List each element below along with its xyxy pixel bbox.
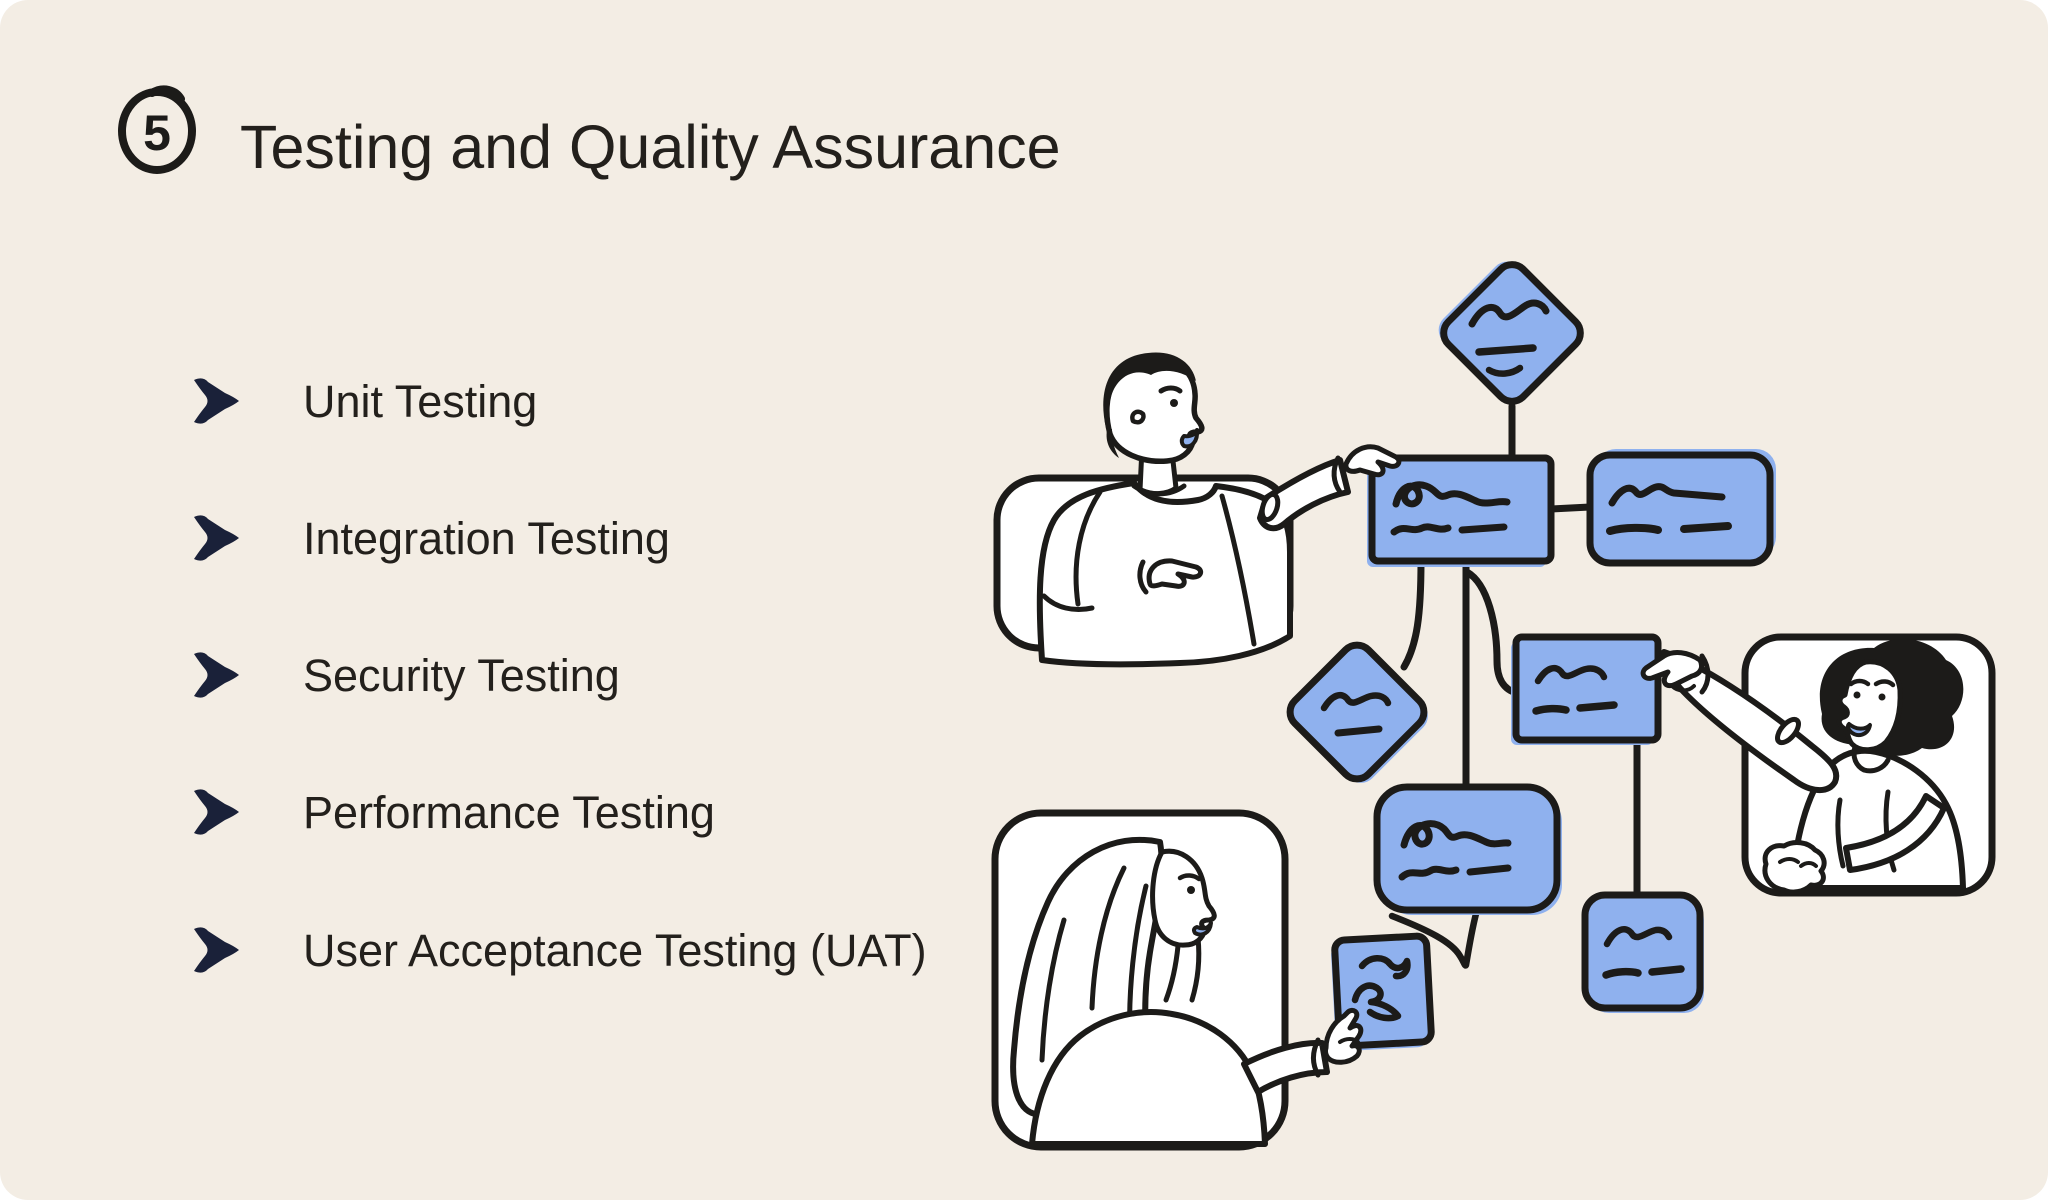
list-item-label: Unit Testing <box>303 375 538 427</box>
video-frame-woman-bottom <box>991 809 1364 1151</box>
list-item: User Acceptance Testing (UAT) <box>193 922 927 978</box>
chevron-right-icon <box>194 927 239 973</box>
badge-number: 5 <box>143 105 171 161</box>
chevron-right-icon <box>194 789 239 835</box>
flowchart-box-small-square <box>1581 891 1704 1013</box>
circled-number-icon: 5 <box>118 85 196 174</box>
list-item: Performance Testing <box>193 784 715 840</box>
video-frame-woman-right <box>1640 633 1996 897</box>
flowchart-process-box-central <box>1367 454 1555 567</box>
list-item: Integration Testing <box>193 510 670 566</box>
flowchart-connectors <box>1388 402 1641 969</box>
flowchart-process-box-midright <box>1511 633 1662 745</box>
chevron-right-icon <box>194 378 239 424</box>
chevron-right-icon <box>194 515 239 561</box>
list-item-label: Security Testing <box>303 649 620 701</box>
page-title: Testing and Quality Assurance <box>240 112 1061 181</box>
list-item: Security Testing <box>193 647 620 703</box>
section-number-badge: 5 <box>114 84 204 180</box>
chevron-right-icon <box>194 652 239 698</box>
list-item-label: User Acceptance Testing (UAT) <box>303 924 927 976</box>
list-item: Unit Testing <box>193 373 537 429</box>
flowchart-rounded-box-center <box>1373 783 1562 915</box>
flowchart-decision-diamond-top <box>1438 261 1584 405</box>
list-item-label: Performance Testing <box>303 786 715 838</box>
flowchart-process-box-right <box>1586 449 1776 567</box>
flowchart-decision-diamond-small <box>1286 641 1428 783</box>
list-item-label: Integration Testing <box>303 512 670 564</box>
video-frame-man <box>993 352 1402 668</box>
